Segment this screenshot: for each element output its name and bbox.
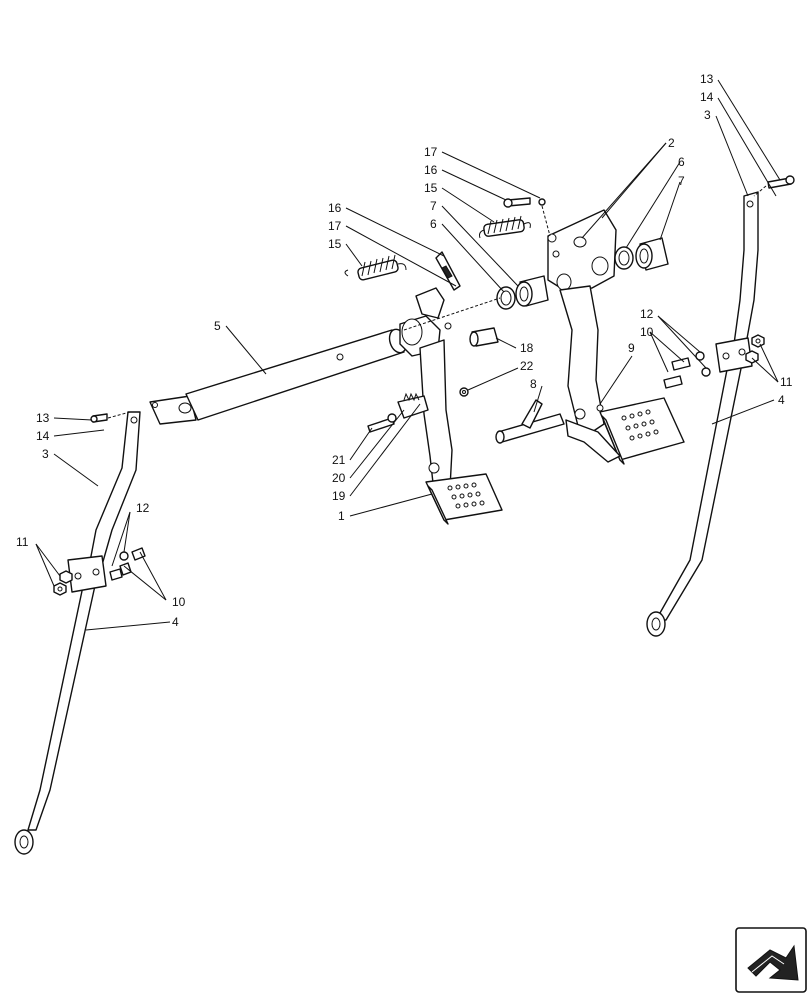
callout-13-right: 13: [700, 72, 714, 86]
callout-2: 2: [668, 136, 675, 150]
leader-lines: [35, 79, 781, 631]
callout-19: 19: [332, 489, 346, 503]
left-bolts: [109, 547, 146, 581]
left-pedal-spring-parts: [344, 251, 499, 397]
callout-11-left: 11: [16, 535, 29, 549]
callout-16-top: 16: [424, 163, 438, 177]
callout-16-left: 16: [328, 201, 342, 215]
callout-7-middle: 7: [430, 199, 437, 213]
callout-12-left: 12: [136, 501, 150, 515]
callout-17-top: 17: [424, 145, 438, 159]
left-pedal: [367, 287, 503, 525]
callout-18: 18: [520, 341, 534, 355]
right-rod-assembly: [646, 175, 795, 637]
left-pedal-pad-holes: [447, 482, 485, 509]
callout-6-middle: 6: [430, 217, 437, 231]
callout-17-left: 17: [328, 219, 342, 233]
callout-4-right: 4: [778, 393, 785, 407]
callout-1: 1: [338, 509, 345, 523]
left-rod-assembly: [14, 411, 146, 855]
callout-4-left: 4: [172, 615, 179, 629]
callout-11-right: 11: [780, 375, 793, 389]
callout-10-left: 10: [172, 595, 186, 609]
callout-15-left: 15: [328, 237, 342, 251]
callout-22: 22: [520, 359, 534, 373]
right-pedal-spring-parts: [479, 197, 669, 271]
callout-3-right: 3: [704, 108, 711, 122]
callout-21: 21: [332, 453, 346, 467]
callout-13-left: 13: [36, 411, 50, 425]
callout-10-right: 10: [640, 325, 654, 339]
left-nuts: [53, 570, 73, 596]
callout-14-right: 14: [700, 90, 714, 104]
right-pedal-pad-holes: [621, 409, 659, 441]
callout-numbers: 13 14 3 2 6 7 17 16 15 7 6 16 17 15 5 18…: [16, 72, 793, 629]
callout-9: 9: [628, 341, 635, 355]
callout-8: 8: [530, 377, 537, 391]
callout-12-right: 12: [640, 307, 654, 321]
callout-20: 20: [332, 471, 346, 485]
callout-14-left: 14: [36, 429, 50, 443]
callout-7-right: 7: [678, 174, 685, 188]
right-pedal: [495, 209, 685, 465]
callout-3-left: 3: [42, 447, 49, 461]
callout-5: 5: [214, 319, 221, 333]
callout-15-top: 15: [424, 181, 438, 195]
next-page-arrow-icon[interactable]: [735, 927, 807, 993]
middle-bushings: [403, 275, 549, 331]
cross-shaft: [149, 328, 408, 425]
callout-6-right: 6: [678, 155, 685, 169]
